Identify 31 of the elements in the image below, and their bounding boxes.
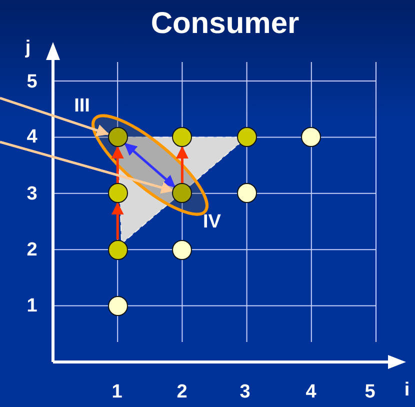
region-label: III [74, 96, 90, 116]
lattice-point [108, 127, 128, 148]
axis-tick-label: 4 [306, 382, 316, 402]
lattice-point [301, 127, 322, 148]
arrow [124, 142, 176, 188]
lattice-point [172, 127, 192, 148]
arrow [0, 96, 110, 136]
lattice-point [172, 183, 192, 204]
axis-tick-label: 1 [112, 382, 122, 402]
axis-tick-label: 3 [26, 184, 38, 204]
axis-label: j [25, 38, 31, 58]
axis-tick-label: 5 [26, 72, 38, 92]
axis-tick-label: 5 [364, 382, 376, 402]
axis-tick-label: 2 [176, 382, 188, 402]
region-label: IV [203, 212, 221, 232]
arrow [111, 146, 124, 184]
lattice-point [236, 183, 257, 204]
lattice-point [108, 183, 128, 204]
lattice-point [236, 127, 257, 148]
axis-tick-label: 3 [240, 382, 250, 402]
axis-tick-label: 2 [26, 240, 38, 260]
arrow [0, 140, 174, 194]
axis-tick-label: 4 [26, 128, 38, 146]
lattice-point [172, 240, 192, 260]
lattice-point [108, 240, 128, 260]
lattice-point [108, 296, 128, 316]
arrow [176, 146, 188, 184]
arrow [111, 202, 124, 240]
axis-label: i [404, 380, 410, 400]
chart-title: Consumer [150, 9, 300, 39]
axis-tick-label: 1 [26, 296, 38, 316]
